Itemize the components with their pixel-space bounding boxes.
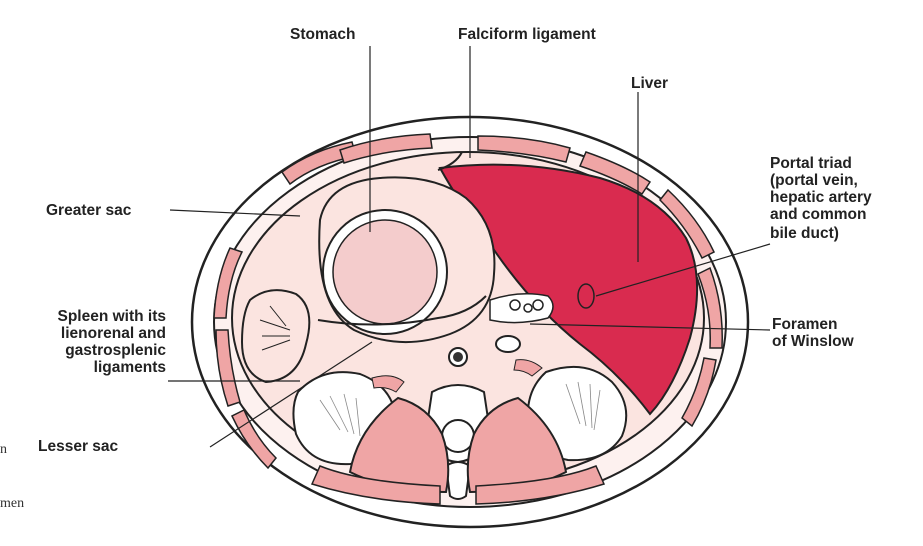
portal-triad-vessel-2 — [524, 304, 532, 312]
portal-triad-vessel-1 — [510, 300, 520, 310]
label-spleen-line3: gastrosplenic — [14, 342, 166, 359]
stomach-lumen — [333, 220, 437, 324]
label-portal-triad-line1: Portal triad — [770, 155, 872, 172]
text-fragment-men: men — [0, 496, 24, 512]
label-portal-triad: Portal triad (portal vein, hepatic arter… — [770, 155, 872, 242]
label-foramen-line1: Foramen — [772, 316, 854, 333]
aorta-lumen — [453, 352, 463, 362]
text-fragment-n: n — [0, 442, 7, 458]
label-portal-triad-line4: and common — [770, 206, 872, 223]
lesser-omentum — [490, 294, 553, 323]
label-greater-sac: Greater sac — [46, 202, 131, 219]
label-liver: Liver — [631, 75, 668, 92]
label-falciform-ligament: Falciform ligament — [458, 26, 596, 43]
label-foramen-of-winslow: Foramen of Winslow — [772, 316, 854, 350]
label-lesser-sac: Lesser sac — [38, 438, 118, 455]
label-spleen-line1: Spleen with its — [14, 308, 166, 325]
label-portal-triad-line5: bile duct) — [770, 225, 872, 242]
label-spleen-line2: lienorenal and — [14, 325, 166, 342]
label-stomach: Stomach — [290, 26, 355, 43]
portal-triad-vessel-3 — [533, 300, 543, 310]
ivc — [496, 336, 520, 352]
spinous-process — [446, 462, 470, 499]
label-portal-triad-line3: hepatic artery — [770, 189, 872, 206]
label-portal-triad-line2: (portal vein, — [770, 172, 872, 189]
label-spleen-line4: ligaments — [14, 359, 166, 376]
label-foramen-line2: of Winslow — [772, 333, 854, 350]
label-spleen: Spleen with its lienorenal and gastrospl… — [14, 308, 166, 376]
